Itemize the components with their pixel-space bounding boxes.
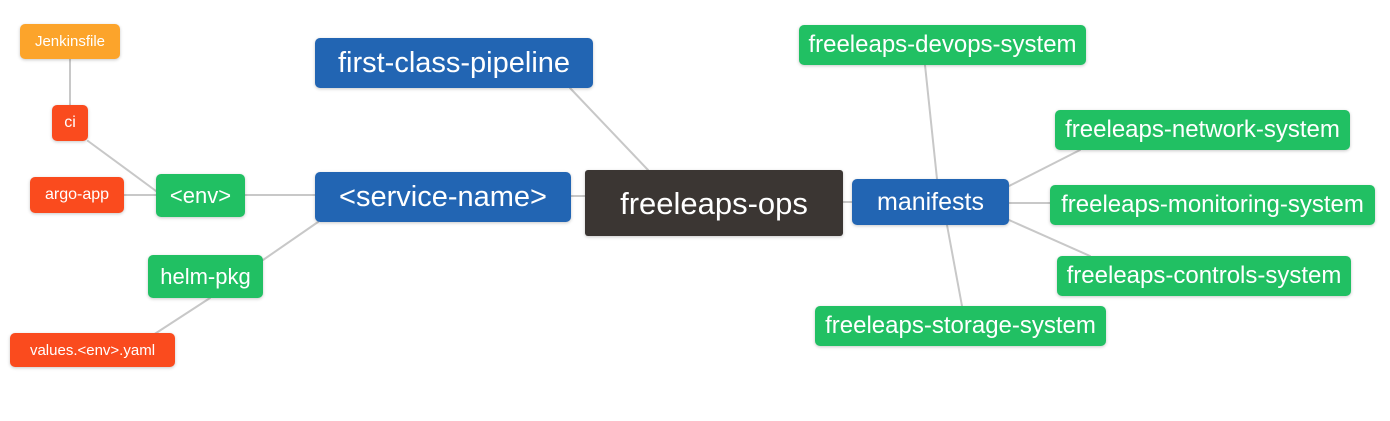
mindmap-node-service-name[interactable]: <service-name> <box>315 172 571 222</box>
mindmap-node-helm-pkg[interactable]: helm-pkg <box>148 255 263 298</box>
edge-values-yaml-to-helm-pkg <box>149 297 211 338</box>
mindmap-node-jenkinsfile[interactable]: Jenkinsfile <box>20 24 120 59</box>
edge-helm-pkg-to-service-name <box>262 221 319 261</box>
mindmap-node-first-class[interactable]: first-class-pipeline <box>315 38 593 88</box>
edge-first-class-to-freeleaps-ops <box>569 87 649 171</box>
mindmap-node-manifests[interactable]: manifests <box>852 179 1009 225</box>
mindmap-node-controls-sys[interactable]: freeleaps-controls-system <box>1057 256 1351 296</box>
mindmap-node-values-yaml[interactable]: values.<env>.yaml <box>10 333 175 367</box>
mindmap-node-argo-app[interactable]: argo-app <box>30 177 124 213</box>
mindmap-node-env[interactable]: <env> <box>156 174 245 217</box>
mindmap-node-monitoring-sys[interactable]: freeleaps-monitoring-system <box>1050 185 1375 225</box>
edge-manifests-to-network-sys <box>1008 149 1081 187</box>
mindmap-node-devops-sys[interactable]: freeleaps-devops-system <box>799 25 1086 65</box>
mindmap-node-network-sys[interactable]: freeleaps-network-system <box>1055 110 1350 150</box>
edge-manifests-to-controls-sys <box>1008 219 1091 257</box>
mindmap-node-freeleaps-ops[interactable]: freeleaps-ops <box>585 170 843 236</box>
mindmap-node-ci[interactable]: ci <box>52 105 88 141</box>
mindmap-node-storage-sys[interactable]: freeleaps-storage-system <box>815 306 1106 346</box>
edge-manifests-to-storage-sys <box>946 224 963 307</box>
edge-manifests-to-devops-sys <box>924 64 938 180</box>
